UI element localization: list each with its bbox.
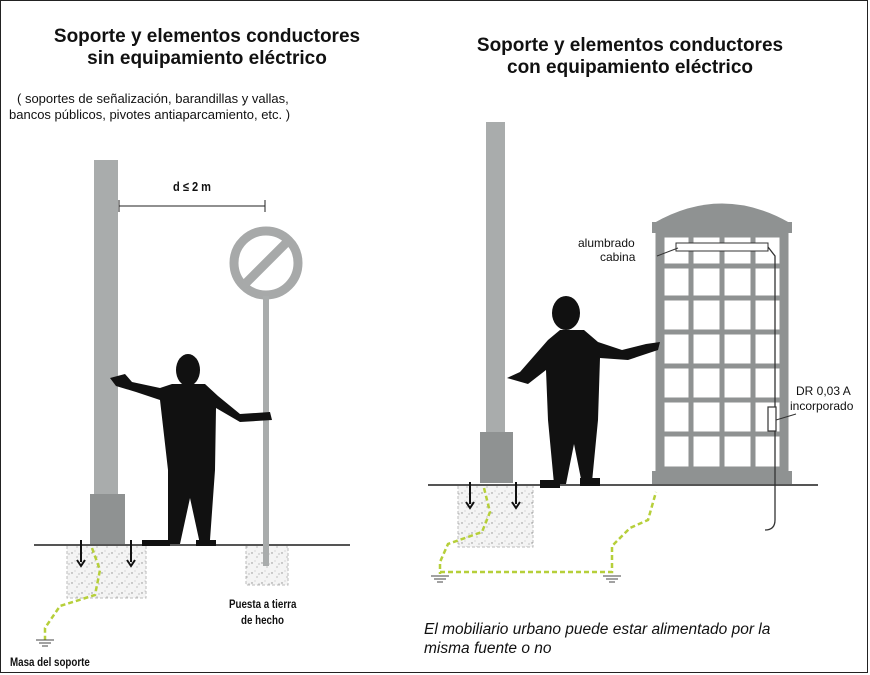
left-note-line2: bancos públicos, pivotes antiaparcamient… bbox=[9, 107, 291, 122]
right-anchor-bolt bbox=[511, 482, 521, 510]
lighting-label-line2: cabina bbox=[600, 250, 636, 264]
sign-post bbox=[263, 296, 269, 566]
distance-label: d ≤ 2 m bbox=[173, 179, 211, 194]
booth-grid bbox=[664, 236, 780, 468]
bonding-wire bbox=[440, 491, 658, 574]
right-title-line1: Soporte y elementos conductores bbox=[476, 35, 784, 56]
distance-dimension bbox=[118, 200, 266, 212]
left-title-line1: Soporte y elementos conductores bbox=[53, 26, 361, 47]
left-anchor-bolt bbox=[126, 540, 136, 568]
caption-line1: El mobiliario urbano puede estar aliment… bbox=[424, 621, 771, 638]
person-silhouette-left bbox=[110, 354, 272, 546]
booth-roof-band bbox=[652, 222, 792, 233]
left-title-line2: sin equipamiento eléctrico bbox=[87, 48, 327, 69]
left-earth-symbol bbox=[36, 639, 54, 647]
device-leader bbox=[775, 413, 797, 421]
right-ground-wire bbox=[438, 487, 492, 574]
left-street-pole bbox=[94, 160, 118, 494]
lighting-leader bbox=[656, 247, 679, 257]
left-scene bbox=[34, 160, 350, 647]
dr-device bbox=[767, 406, 777, 432]
right-earth-symbol bbox=[431, 575, 449, 583]
device-label-line2: incorporado bbox=[790, 399, 854, 413]
left-note-line1: ( soportes de señalización, barandillas … bbox=[17, 91, 289, 106]
left-pole-foundation bbox=[66, 544, 147, 599]
left-ground-wire bbox=[43, 547, 102, 640]
supply-cable bbox=[764, 246, 776, 531]
right-scene bbox=[428, 122, 818, 583]
earth-label-line2: de hecho bbox=[241, 615, 284, 627]
no-entry-sign-bar bbox=[240, 237, 292, 289]
right-pole-base bbox=[480, 432, 513, 483]
earth-label-line1: Puesta a tierra bbox=[229, 599, 297, 611]
person-silhouette-right bbox=[507, 296, 660, 488]
booth-base bbox=[652, 471, 792, 484]
lighting-label-line1: alumbrado bbox=[578, 236, 635, 250]
caption-line2: misma fuente o no bbox=[424, 640, 552, 657]
right-anchor-bolt bbox=[465, 482, 475, 510]
left-anchor-bolt bbox=[76, 540, 86, 568]
booth-roof bbox=[654, 203, 790, 223]
no-entry-sign bbox=[229, 226, 303, 300]
right-title-line2: con equipamiento eléctrico bbox=[507, 57, 753, 78]
booth-earth-symbol bbox=[603, 575, 621, 583]
device-label-line1: DR 0,03 A bbox=[796, 384, 851, 398]
telephone-booth bbox=[652, 203, 792, 531]
booth-light bbox=[675, 242, 769, 252]
right-street-pole bbox=[486, 122, 505, 432]
left-pole-base bbox=[90, 494, 125, 544]
mass-label: Masa del soporte bbox=[10, 657, 90, 669]
